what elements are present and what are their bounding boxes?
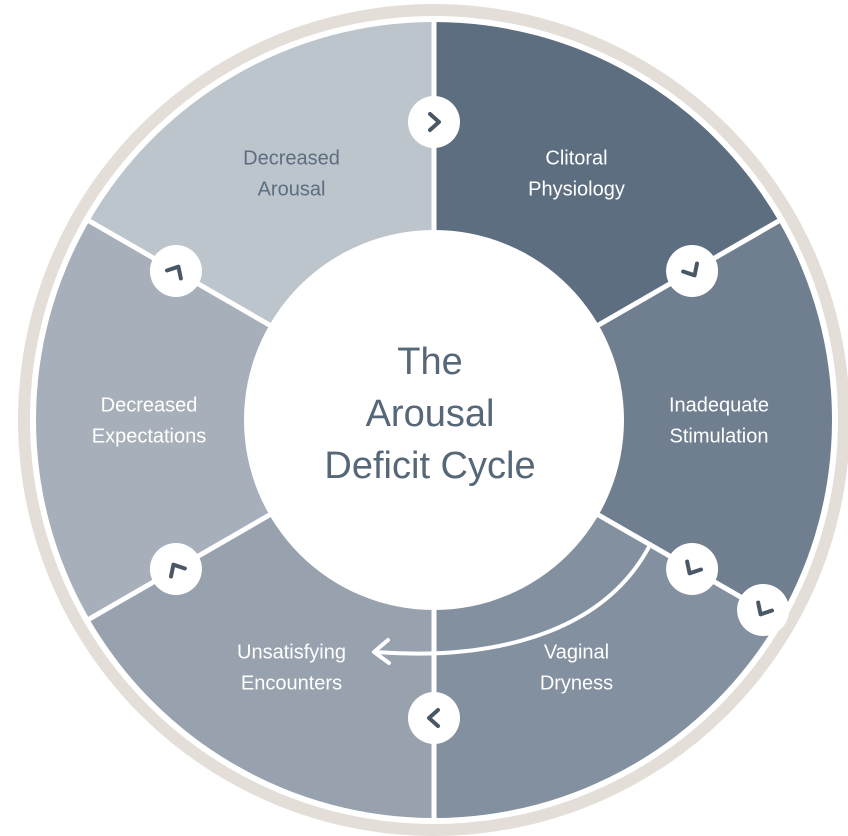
cycle-arrow-4-badge <box>408 692 460 744</box>
segment-label-5-line-2: Expectations <box>92 426 207 448</box>
segment-label-6-line-1: Decreased <box>243 148 340 170</box>
return-arrow <box>372 543 652 665</box>
cycle-arrow-extra-chevron <box>756 600 775 617</box>
segment-label-2-line-2: Stimulation <box>670 426 769 448</box>
cycle-arrow-1-chevron <box>428 112 441 132</box>
cycle-arrow-6-badge <box>149 245 202 297</box>
segment-label-3-line-2: Dryness <box>540 672 613 694</box>
cycle-arrow-6 <box>149 245 202 297</box>
cycle-arrow-2-badge <box>666 245 719 297</box>
cycle-arrow-6-chevron <box>164 264 183 281</box>
cycle-arrow-5-chevron <box>168 562 187 579</box>
segment-label-6-line-2: Arousal <box>258 179 326 201</box>
cycle-arrow-3-badge <box>666 543 719 595</box>
segment-label-1-line-2: Physiology <box>528 179 625 201</box>
segment-label-5-line-1: Decreased <box>101 395 198 417</box>
cycle-arrow-4-chevron <box>427 708 440 728</box>
cycle-arrow-3 <box>666 543 719 595</box>
segment-labels: ClitoralPhysiologyInadequateStimulationV… <box>92 148 769 695</box>
cycle-arrow-extra <box>737 584 790 636</box>
segment-5 <box>35 221 434 619</box>
cycle-arrow-3-chevron <box>685 559 704 576</box>
center-title-line-3: Deficit Cycle <box>324 445 535 487</box>
cycle-arrow-4 <box>408 692 460 744</box>
cycle-arrows <box>149 96 790 744</box>
segment-label-3-line-1: Vaginal <box>544 641 609 663</box>
return-arrow-head <box>372 638 391 665</box>
center-circle <box>244 230 624 610</box>
segment-label-1-line-1: Clitoral <box>545 148 607 170</box>
cycle-arrow-5-badge <box>149 543 202 595</box>
center-title-line-1: The <box>397 341 462 383</box>
cycle-arrow-2-chevron <box>681 261 700 278</box>
center-title: The Arousal Deficit Cycle <box>324 341 535 487</box>
cycle-arrow-2 <box>666 245 719 297</box>
cycle-arrow-5 <box>149 543 202 595</box>
return-arrow-curve <box>373 543 652 656</box>
cycle-arrow-extra-badge <box>737 584 790 636</box>
segment-label-4-line-1: Unsatisfying <box>237 641 346 663</box>
cycle-arrow-1 <box>408 96 460 148</box>
segment-2 <box>434 221 832 619</box>
segment-label-4-line-2: Encounters <box>241 672 342 694</box>
segment-label-2-line-1: Inadequate <box>669 395 769 417</box>
cycle-arrow-1-badge <box>408 96 460 148</box>
center-title-line-2: Arousal <box>366 393 495 435</box>
